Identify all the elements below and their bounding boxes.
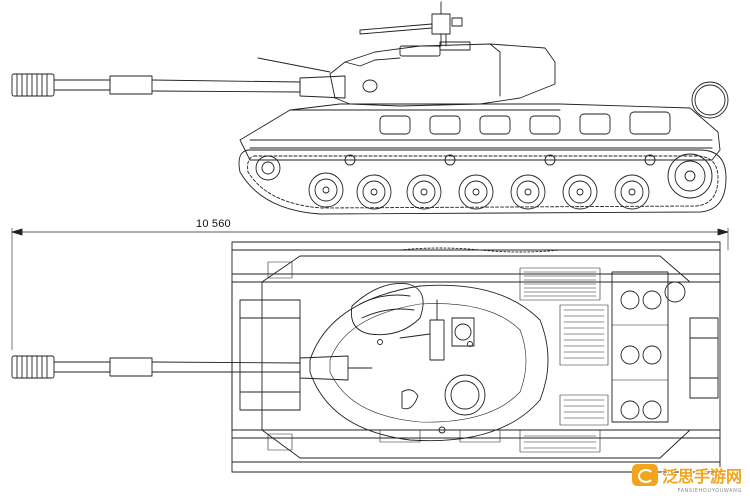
road-wheel <box>357 175 391 209</box>
side-rear-antenna <box>692 82 728 118</box>
side-turret <box>330 42 555 106</box>
side-track <box>239 150 726 214</box>
side-return-rollers <box>345 155 655 165</box>
road-wheel <box>615 175 649 209</box>
top-cupola-machine-gun <box>400 300 474 360</box>
side-road-wheels <box>256 154 712 209</box>
length-dimension-label: 10 560 <box>196 218 231 230</box>
top-hull <box>232 256 720 458</box>
top-side-stowage <box>268 262 500 450</box>
road-wheel <box>511 175 545 209</box>
road-wheel <box>459 175 493 209</box>
rear-deck <box>612 272 668 422</box>
road-wheel <box>563 175 597 209</box>
side-aa-machine-gun <box>360 2 462 46</box>
idler-wheel <box>256 156 280 180</box>
side-gun-barrel <box>12 58 345 98</box>
top-gun-barrel <box>12 356 372 380</box>
side-view <box>12 2 728 214</box>
watermark-logo-icon <box>631 464 658 486</box>
top-track-upper <box>232 242 720 282</box>
watermark-subtext: FANSIEHOUYOUWANG <box>677 488 742 494</box>
engine-deck-grilles <box>520 268 608 452</box>
drive-sprocket <box>668 154 712 198</box>
top-turret <box>310 285 548 440</box>
watermark-text: 泛思手游网 <box>661 467 742 486</box>
site-watermark: 泛思手游网 FANSIEHOUYOUWANG <box>631 463 742 494</box>
road-wheel <box>407 175 441 209</box>
length-dimension <box>12 228 728 350</box>
rear-exhaust <box>665 282 718 398</box>
external-fuel-drum <box>351 283 423 334</box>
side-hull <box>240 104 720 160</box>
top-view <box>12 242 720 472</box>
road-wheel <box>309 173 343 207</box>
